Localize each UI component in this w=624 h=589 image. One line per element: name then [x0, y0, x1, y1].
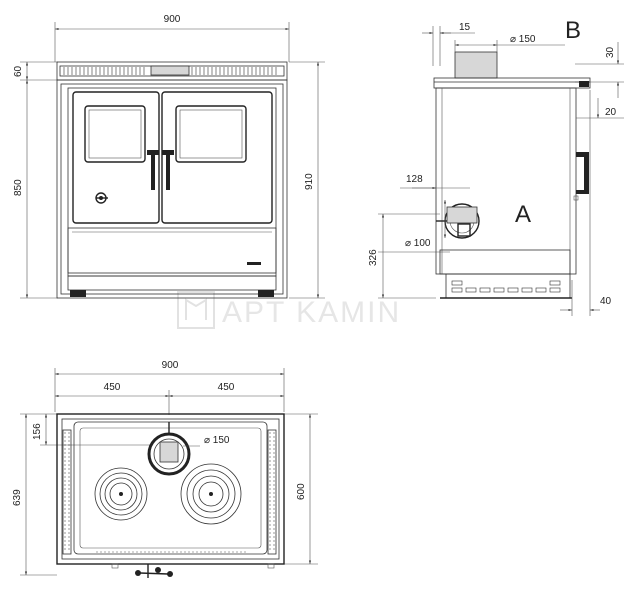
side-view: B 15 ⌀ 150 30 20 — [368, 17, 624, 316]
front-top-height-label: 60 — [13, 65, 24, 77]
top-right-vent-strip — [267, 429, 277, 555]
front-width-label: 900 — [164, 14, 181, 25]
left-cooking-ring-icon — [94, 467, 148, 521]
top-rail-vents — [63, 67, 277, 75]
top-offset-156-label: 156 — [32, 423, 43, 440]
side-offset-128-label: 128 — [406, 174, 423, 185]
front-right-window — [175, 105, 247, 163]
front-body-height-label: 850 — [13, 179, 24, 196]
top-half-right-label: 450 — [218, 382, 235, 393]
front-door-handles — [147, 150, 174, 190]
side-height-30-label: 30 — [605, 46, 616, 58]
side-bottom-vents — [451, 280, 561, 293]
top-depth-639-label: 639 — [12, 489, 23, 506]
top-rail-handle — [150, 65, 190, 76]
air-regulator-knob-icon — [95, 192, 108, 204]
front-left-window — [84, 105, 146, 163]
front-left-door — [72, 91, 160, 224]
right-cooking-ring-icon — [180, 463, 242, 525]
top-view: 900 450 450 156 639 600 — [12, 360, 318, 578]
top-depth-600-label: 600 — [296, 483, 307, 500]
front-right-door — [161, 91, 273, 224]
detail-b-label: B — [565, 17, 581, 44]
side-height-326-label: 326 — [368, 249, 379, 266]
watermark: APT KAMIN — [222, 296, 401, 329]
detail-a-label: A — [515, 201, 531, 228]
side-flue-top-label: ⌀ 150 — [510, 34, 536, 45]
side-door-handle — [573, 152, 589, 201]
front-view: 900 60 850 910 — [13, 14, 325, 299]
back-flue-outlet — [436, 203, 480, 239]
top-flue-label: ⌀ 150 — [204, 435, 230, 446]
side-flue-back-label: ⌀ 100 — [405, 238, 431, 249]
front-ash-drawer — [67, 227, 277, 274]
side-top-flue — [454, 51, 498, 79]
side-depth-40-label: 40 — [600, 296, 612, 307]
watermark-logo-icon — [177, 291, 215, 329]
top-half-left-label: 450 — [104, 382, 121, 393]
side-offset-20-label: 20 — [605, 107, 617, 118]
side-offset-15-label: 15 — [459, 22, 471, 33]
front-total-height-label: 910 — [304, 173, 315, 190]
top-width-label: 900 — [162, 360, 179, 371]
top-left-vent-strip — [62, 429, 72, 555]
top-flue-outlet — [147, 422, 191, 476]
top-front-knob-icon — [135, 564, 173, 578]
